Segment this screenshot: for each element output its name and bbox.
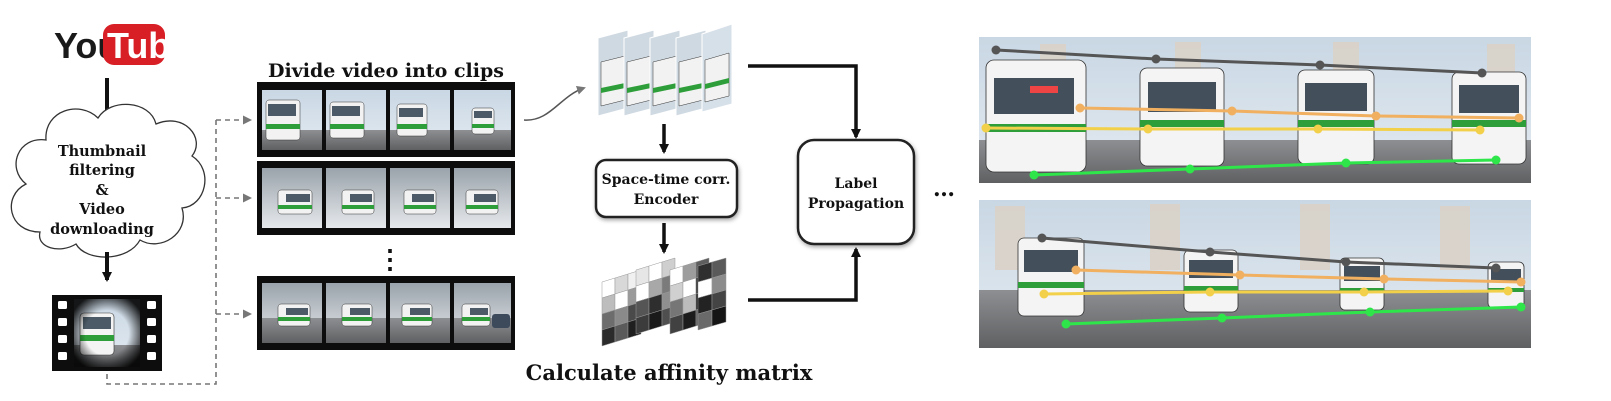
clip-3-frame-2 <box>326 283 386 343</box>
panel-1-frame-1 <box>985 59 1087 173</box>
panel-2-frame-2 <box>1183 249 1239 313</box>
cloud-line-5: downloading <box>50 221 154 238</box>
affinity-title: Calculate affinity matrix <box>526 360 813 385</box>
clip-3-frame-1 <box>262 283 322 343</box>
dashed-connectors <box>106 115 252 385</box>
clips-title: Divide video into clips <box>268 60 504 82</box>
clip-to-stack-arrow <box>523 85 586 121</box>
encoder-line-1: Space-time corr. <box>602 172 731 188</box>
more-ellipsis: … <box>933 176 955 202</box>
clip-2-frame-4 <box>454 168 511 228</box>
propagation-line-1: Label <box>835 176 878 192</box>
clip-3-frame-3 <box>390 283 450 343</box>
stack-to-propagation-arrow <box>748 64 861 139</box>
clip-2-frame-3 <box>390 168 450 228</box>
youtube-logo-tube: Tube <box>107 25 190 66</box>
clip-3-frame-4 <box>454 283 511 343</box>
cloud-line-2: filtering <box>69 162 135 179</box>
frame-stack <box>597 23 733 117</box>
filtering-cloud: Thumbnail filtering & Video downloading <box>10 103 206 258</box>
encoder-box: Space-time corr. Encoder <box>594 158 739 219</box>
panel-1-tracks <box>985 48 1520 177</box>
panel-2-keypoints <box>1037 233 1526 329</box>
affinity-matrix-1 <box>601 269 642 347</box>
cloud-line-4: Video <box>78 201 125 218</box>
encoder-line-2: Encoder <box>634 192 699 208</box>
stack-frame-1 <box>597 29 629 117</box>
clip-2-frame-1 <box>262 168 322 228</box>
result-panel-2 <box>979 200 1531 348</box>
clip-1-frame-3 <box>390 90 450 150</box>
panel-2-frame-1 <box>1017 237 1085 317</box>
panel-1-frame-2 <box>1139 67 1225 167</box>
clip-strip-3 <box>257 276 515 350</box>
clip-1-frame-2 <box>326 90 386 150</box>
panel-1-keypoints <box>981 45 1524 180</box>
youtube-logo: You Tube <box>54 24 190 66</box>
clip-1-frame-4 <box>454 90 511 150</box>
stack-frame-4 <box>675 29 707 117</box>
stack-frame-5 <box>701 23 733 113</box>
cloud-line-1: Thumbnail <box>58 143 147 160</box>
affinity-matrix-2 <box>635 257 676 335</box>
video-film-icon <box>52 295 162 371</box>
affinity-matrix-stack <box>601 257 727 347</box>
affinity-matrix-4 <box>697 257 727 331</box>
label-propagation-box: Label Propagation <box>796 138 916 246</box>
clip-strip-2 <box>257 161 515 235</box>
clip-1-frame-1 <box>262 90 322 150</box>
panel-1-frame-3 <box>1297 69 1375 165</box>
cloud-line-3: & <box>95 182 108 199</box>
clips-ellipsis: ⋮ <box>377 245 403 275</box>
youtube-logo-tube-bg <box>103 24 165 65</box>
stack-frame-3 <box>649 29 681 117</box>
result-panel-1 <box>979 37 1531 183</box>
propagation-line-2: Propagation <box>808 196 904 212</box>
affinity-to-propagation-arrow <box>748 247 861 302</box>
panel-2-tracks <box>1041 236 1522 326</box>
clip-strip-1 <box>257 82 515 157</box>
clip-2-frame-2 <box>326 168 386 228</box>
